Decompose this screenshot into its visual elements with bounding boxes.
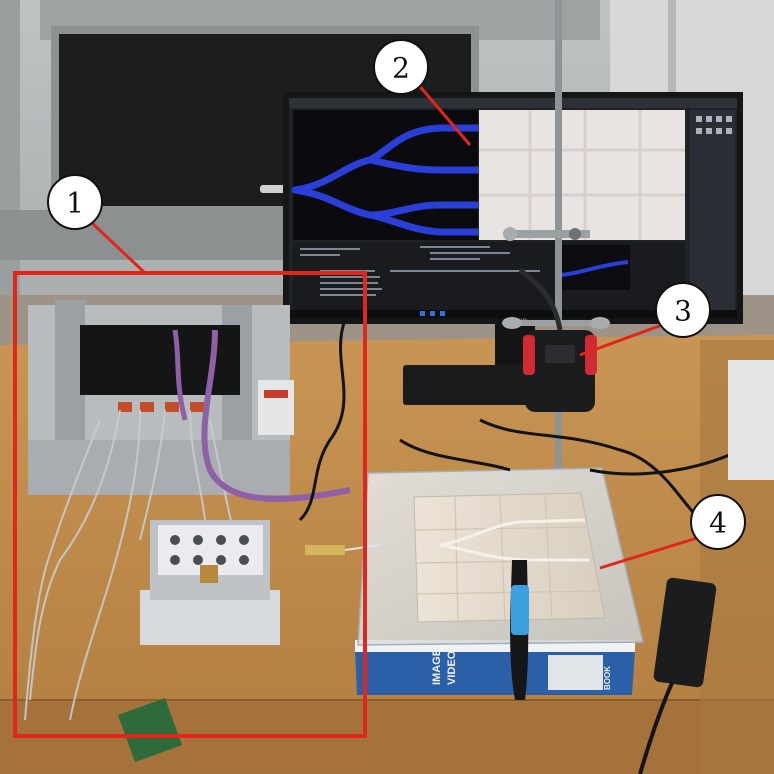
light-table-book: IMAGE VIDEO BOOK <box>355 640 635 695</box>
control-unit-enclosure <box>24 300 351 721</box>
callout-line-3 <box>579 323 663 357</box>
circuit-board <box>117 697 183 763</box>
power-adapter <box>638 577 717 774</box>
highlight-box-1 <box>13 271 367 738</box>
pipette-tool <box>510 560 529 700</box>
callout-number-4: 4 <box>709 507 727 540</box>
microfluidic-pump <box>140 520 381 645</box>
blue-channel-network <box>291 124 482 236</box>
callout-number-2: 2 <box>392 52 410 85</box>
retort-stand <box>502 0 610 470</box>
microscope-image-panel <box>479 110 685 240</box>
microfluidic-chip <box>413 492 606 623</box>
callout-marker-1: 1 <box>47 174 103 230</box>
callout-line-1 <box>90 221 147 275</box>
computer-monitor: BENQ <box>283 92 743 405</box>
callout-number-1: 1 <box>66 187 84 220</box>
cables <box>298 319 741 522</box>
callout-number-3: 3 <box>674 295 692 328</box>
power-strip <box>728 360 774 480</box>
book-text-video: VIDEO <box>446 650 458 685</box>
book-text-book: BOOK <box>603 666 612 690</box>
callout-line-4 <box>599 536 698 570</box>
camera-device <box>518 268 597 412</box>
callout-line-2 <box>415 82 472 146</box>
callout-marker-2: 2 <box>373 39 429 95</box>
book-text-image: IMAGE <box>431 649 443 685</box>
callout-marker-3: 3 <box>655 282 711 338</box>
callout-marker-4: 4 <box>690 494 746 550</box>
